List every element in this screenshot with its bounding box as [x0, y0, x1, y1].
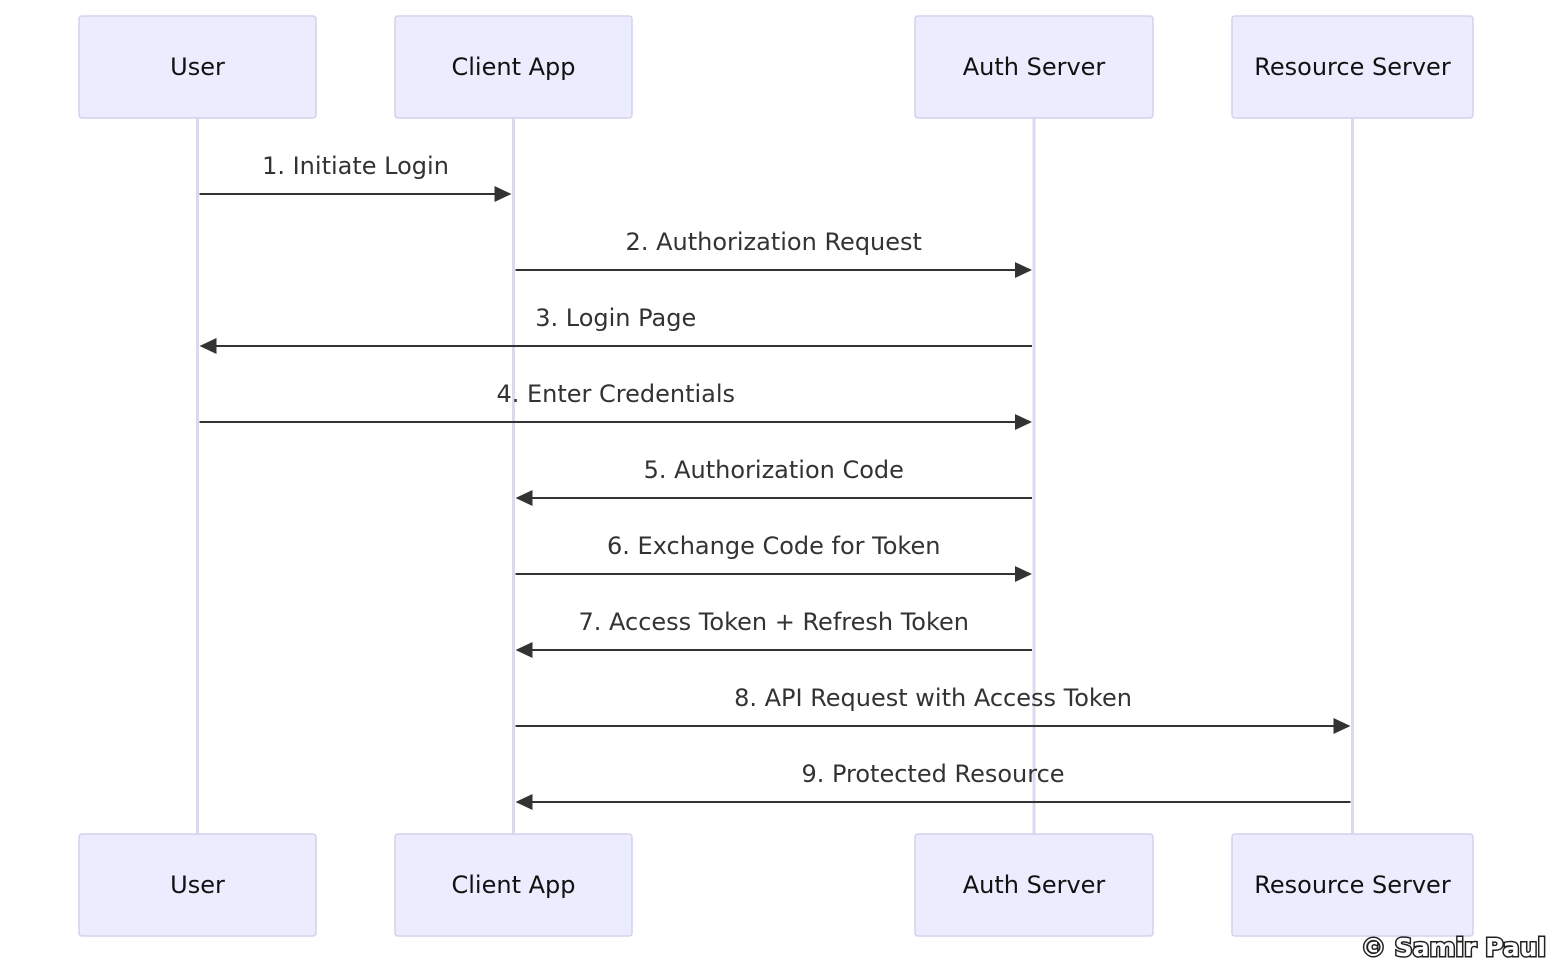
- actor-box: [394, 833, 633, 937]
- message-7: 7. Access Token + Refresh Token: [515, 608, 1032, 658]
- actor-box: [1231, 833, 1474, 937]
- message-label: 3. Login Page: [535, 304, 696, 332]
- actor-auth-top: Auth Server: [914, 15, 1154, 119]
- arrowhead-icon: [1015, 262, 1032, 278]
- actor-client-bottom: Client App: [394, 833, 633, 937]
- actor-label: Auth Server: [963, 871, 1106, 899]
- actor-label: Client App: [452, 53, 576, 81]
- message-9: 9. Protected Resource: [515, 760, 1351, 810]
- arrowhead-icon: [515, 794, 533, 810]
- actor-label: Resource Server: [1254, 871, 1451, 899]
- arrowhead-icon: [1015, 414, 1032, 430]
- actor-user-bottom: User: [78, 833, 317, 937]
- message-4: 4. Enter Credentials: [199, 380, 1032, 430]
- message-label: 7. Access Token + Refresh Token: [578, 608, 969, 636]
- actor-resource-bottom: Resource Server: [1231, 833, 1474, 937]
- arrowhead-icon: [515, 490, 533, 506]
- message-1: 1. Initiate Login: [199, 152, 512, 202]
- actor-box: [394, 15, 633, 119]
- actor-label: Client App: [452, 871, 576, 899]
- actor-client-top: Client App: [394, 15, 633, 119]
- message-5: 5. Authorization Code: [515, 456, 1032, 506]
- message-label: 4. Enter Credentials: [496, 380, 735, 408]
- actor-box: [1231, 15, 1474, 119]
- actor-user-top: User: [78, 15, 317, 119]
- message-2: 2. Authorization Request: [515, 228, 1032, 278]
- watermark: © Samir Paul: [1361, 933, 1546, 962]
- actor-resource-top: Resource Server: [1231, 15, 1474, 119]
- arrowhead-icon: [199, 338, 217, 354]
- message-label: 8. API Request with Access Token: [734, 684, 1132, 712]
- actor-box: [914, 833, 1154, 937]
- actor-box: [914, 15, 1154, 119]
- message-6: 6. Exchange Code for Token: [515, 532, 1032, 582]
- actor-label: Auth Server: [963, 53, 1106, 81]
- message-label: 6. Exchange Code for Token: [607, 532, 940, 560]
- actor-label: Resource Server: [1254, 53, 1451, 81]
- message-8: 8. API Request with Access Token: [515, 684, 1351, 734]
- message-3: 3. Login Page: [199, 304, 1032, 354]
- actor-box: [78, 15, 317, 119]
- arrowhead-icon: [515, 642, 533, 658]
- message-label: 1. Initiate Login: [262, 152, 449, 180]
- arrowhead-icon: [1015, 566, 1032, 582]
- actor-box: [78, 833, 317, 937]
- message-label: 2. Authorization Request: [626, 228, 922, 256]
- arrowhead-icon: [494, 186, 512, 202]
- actor-label: User: [170, 53, 225, 81]
- message-label: 5. Authorization Code: [644, 456, 904, 484]
- message-label: 9. Protected Resource: [801, 760, 1064, 788]
- actor-auth-bottom: Auth Server: [914, 833, 1154, 937]
- arrowhead-icon: [1333, 718, 1351, 734]
- actor-label: User: [170, 871, 225, 899]
